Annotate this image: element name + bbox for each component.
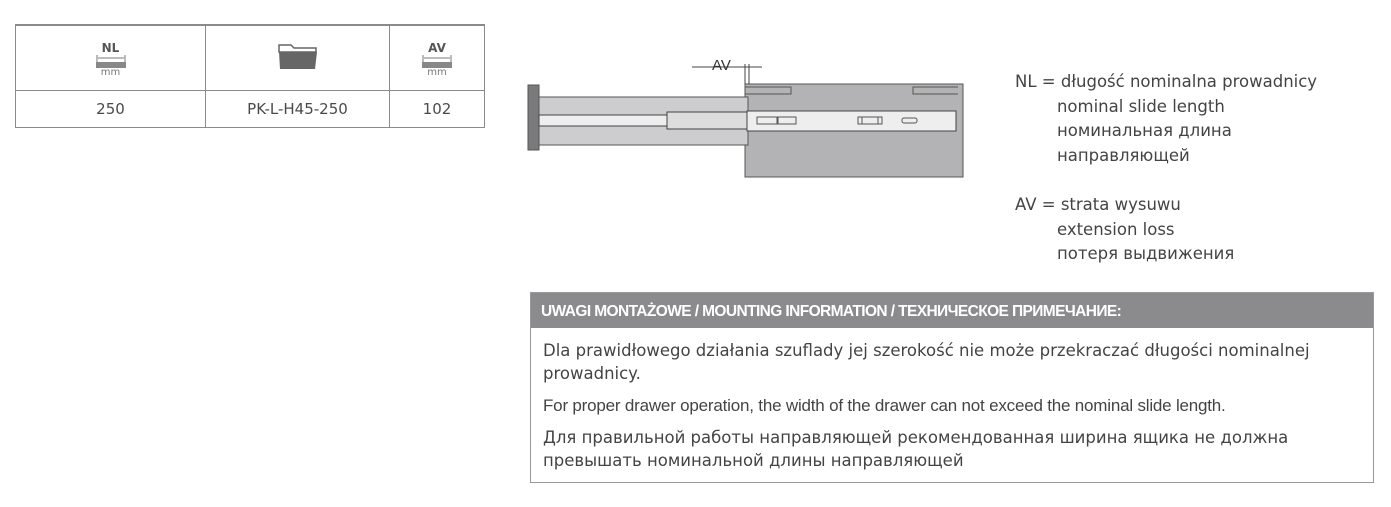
- header-av: AV mm: [389, 24, 485, 91]
- ruler-icon: [95, 55, 126, 68]
- table-header-row: NL mm AV mm: [15, 24, 485, 91]
- cell-article: PK-L-H45-250: [205, 90, 390, 128]
- cell-av: 102: [389, 90, 485, 128]
- av-diagram-label: AV: [712, 57, 731, 74]
- table-row: 250 PK-L-H45-250 102: [15, 90, 485, 128]
- ruler-icon: [422, 55, 452, 68]
- cell-nl: 250: [15, 90, 206, 128]
- slide-outer: [746, 110, 957, 132]
- folder-icon: [277, 44, 317, 69]
- drawer-front: [527, 84, 540, 151]
- header-nl: NL mm: [15, 24, 206, 91]
- spec-table: NL mm AV mm 250 PK-L-H45-250 102: [15, 24, 485, 128]
- nl-unit: mm: [100, 67, 121, 78]
- info-text-ru: Для правильной работы направляющей реком…: [543, 428, 1289, 470]
- header-article: [205, 24, 390, 91]
- slide-inner: [538, 114, 668, 127]
- av-unit: mm: [427, 67, 447, 78]
- info-text-en: For proper drawer operation, the width o…: [543, 396, 1226, 415]
- slide-diagram: AV: [527, 57, 964, 178]
- legend-av: AV = strata wysuwu extension loss потеря…: [1015, 195, 1235, 263]
- nl-label: NL: [101, 41, 120, 55]
- av-label: AV: [428, 41, 446, 55]
- info-text-pl: Dla prawidłowego działania szuflady jej …: [543, 341, 1310, 383]
- legend-nl: NL = długość nominalna prowadnicy nomina…: [1015, 72, 1318, 165]
- mounting-info-title: UWAGI MONTAŻOWE / MOUNTING INFORMATION /…: [531, 293, 1373, 328]
- mounting-info-box: UWAGI MONTAŻOWE / MOUNTING INFORMATION /…: [530, 292, 1374, 483]
